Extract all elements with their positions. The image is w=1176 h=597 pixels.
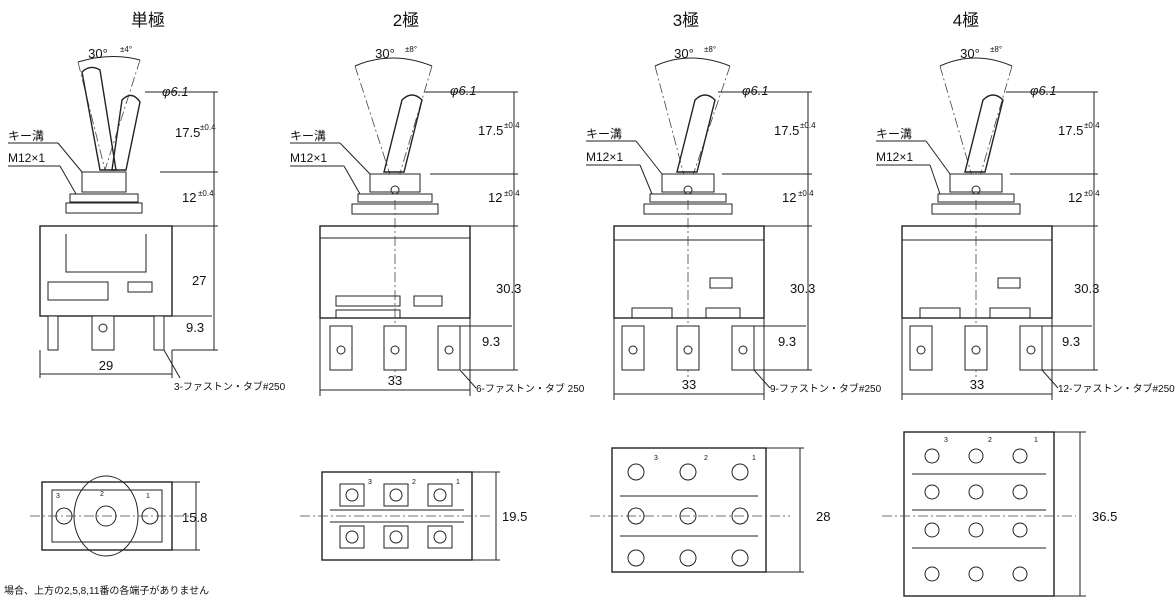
svg-text:φ6.1: φ6.1 (1030, 83, 1057, 98)
svg-text:17.5: 17.5 (774, 123, 799, 138)
svg-text:9.3: 9.3 (1062, 334, 1080, 349)
svg-text:17.5: 17.5 (1058, 123, 1083, 138)
lever-dim: 17.5 (175, 125, 200, 140)
svg-text:12: 12 (488, 190, 502, 205)
svg-text:33: 33 (970, 377, 984, 392)
svg-text:M12×1: M12×1 (876, 150, 913, 164)
svg-text:M12×1: M12×1 (290, 151, 327, 165)
svg-text:9.3: 9.3 (778, 334, 796, 349)
svg-text:2: 2 (100, 491, 104, 498)
variant-4: 4極 30° ±8° φ6.1 17.5 ±0.4 12 ±0.4 30.3 (876, 11, 1175, 597)
svg-text:1: 1 (752, 455, 756, 462)
svg-text:±0.4: ±0.4 (198, 189, 214, 198)
tab-note: 3-ファストン・タブ#250 (174, 380, 286, 393)
svg-text:±0.4: ±0.4 (200, 123, 216, 132)
height-dim: 27 (192, 273, 206, 288)
toggle-lever (383, 94, 423, 173)
svg-text:28: 28 (816, 509, 830, 524)
svg-text:33: 33 (682, 377, 696, 392)
toggle-lever (81, 66, 117, 171)
svg-text:30°: 30° (960, 46, 980, 61)
svg-text:19.5: 19.5 (502, 509, 527, 524)
svg-text:12-ファストン・タブ#250: 12-ファストン・タブ#250 (1058, 382, 1175, 395)
svg-text:3: 3 (944, 437, 948, 444)
svg-text:9-ファストン・タブ#250: 9-ファストン・タブ#250 (770, 382, 882, 395)
svg-text:3: 3 (56, 493, 60, 500)
nut (69, 193, 139, 203)
bottom-view: 3 2 1 15.8 (30, 475, 207, 557)
svg-text:キー溝: キー溝 (290, 129, 326, 143)
bottom-view: 3 2 1 36.5 (882, 431, 1117, 597)
svg-text:36.5: 36.5 (1092, 509, 1117, 524)
svg-text:2: 2 (704, 455, 708, 462)
tab-height-dim: 9.3 (186, 320, 204, 335)
svg-text:1: 1 (1034, 437, 1038, 444)
variant-title: 2極 (393, 11, 419, 30)
variant-2: 2極 30° ±8° φ6.1 17.5 ±0.4 12 ±0.4 30.3 (290, 11, 585, 561)
svg-text:キー溝: キー溝 (586, 127, 622, 141)
svg-text:2: 2 (988, 437, 992, 444)
toggle-lever (676, 94, 716, 173)
variant-3: 3極 30° ±8° φ6.1 17.5 ±0.4 12 ±0.4 30.3 (586, 11, 882, 573)
svg-text:±8°: ±8° (405, 45, 417, 54)
angle-tolerance: ±4° (120, 45, 132, 54)
switch-body (613, 225, 765, 319)
bottom-view: 3 2 1 28 (590, 447, 830, 573)
svg-text:1: 1 (146, 493, 150, 500)
svg-text:±0.4: ±0.4 (1084, 121, 1100, 130)
svg-text:±0.4: ±0.4 (800, 121, 816, 130)
footnote: 場合、上方の2,5,8,11番の各端子がありません (4, 584, 209, 597)
thread-label: M12×1 (8, 151, 45, 165)
key-groove-label: キー溝 (8, 129, 44, 143)
svg-text:±8°: ±8° (704, 45, 716, 54)
terminal-tab (153, 315, 165, 351)
svg-text:±8°: ±8° (990, 45, 1002, 54)
switch-body (39, 225, 173, 317)
bottom-view: 3 2 1 19.5 (300, 471, 527, 561)
svg-text:φ6.1: φ6.1 (450, 83, 477, 98)
svg-text:±0.4: ±0.4 (798, 189, 814, 198)
svg-text:30.3: 30.3 (496, 281, 521, 296)
svg-text:3: 3 (368, 479, 372, 486)
svg-text:1: 1 (456, 479, 460, 486)
angle-label: 30° (88, 46, 108, 61)
variant-title: 4極 (953, 11, 979, 30)
svg-text:30°: 30° (674, 46, 694, 61)
svg-text:30.3: 30.3 (790, 281, 815, 296)
svg-text:3: 3 (654, 455, 658, 462)
svg-text:12: 12 (782, 190, 796, 205)
toggle-lever (964, 94, 1004, 173)
svg-text:2: 2 (412, 479, 416, 486)
terminal-tab (91, 315, 115, 351)
bush-dim: 12 (182, 190, 196, 205)
angle-arc (77, 56, 141, 63)
svg-text:±0.4: ±0.4 (504, 189, 520, 198)
width-dim: 29 (99, 358, 113, 373)
switch-body (901, 225, 1053, 319)
svg-text:17.5: 17.5 (478, 123, 503, 138)
bushing (81, 171, 127, 193)
svg-text:33: 33 (388, 373, 402, 388)
svg-text:6-ファストン・タブ 250: 6-ファストン・タブ 250 (476, 382, 585, 395)
svg-text:±0.4: ±0.4 (1084, 189, 1100, 198)
svg-text:キー溝: キー溝 (876, 127, 912, 141)
variant-title: 3極 (673, 11, 699, 30)
svg-text:φ6.1: φ6.1 (742, 83, 769, 98)
bottom-dim: 15.8 (182, 510, 207, 525)
svg-text:30°: 30° (375, 46, 395, 61)
variant-1: 単極 30° ±4° φ6.1 17.5 ±0.4 12 ±0. (8, 11, 286, 557)
svg-text:12: 12 (1068, 190, 1082, 205)
terminal-tab (47, 315, 59, 351)
svg-text:30.3: 30.3 (1074, 281, 1099, 296)
svg-text:±0.4: ±0.4 (504, 121, 520, 130)
variant-title: 単極 (131, 11, 165, 30)
svg-text:9.3: 9.3 (482, 334, 500, 349)
svg-text:M12×1: M12×1 (586, 150, 623, 164)
